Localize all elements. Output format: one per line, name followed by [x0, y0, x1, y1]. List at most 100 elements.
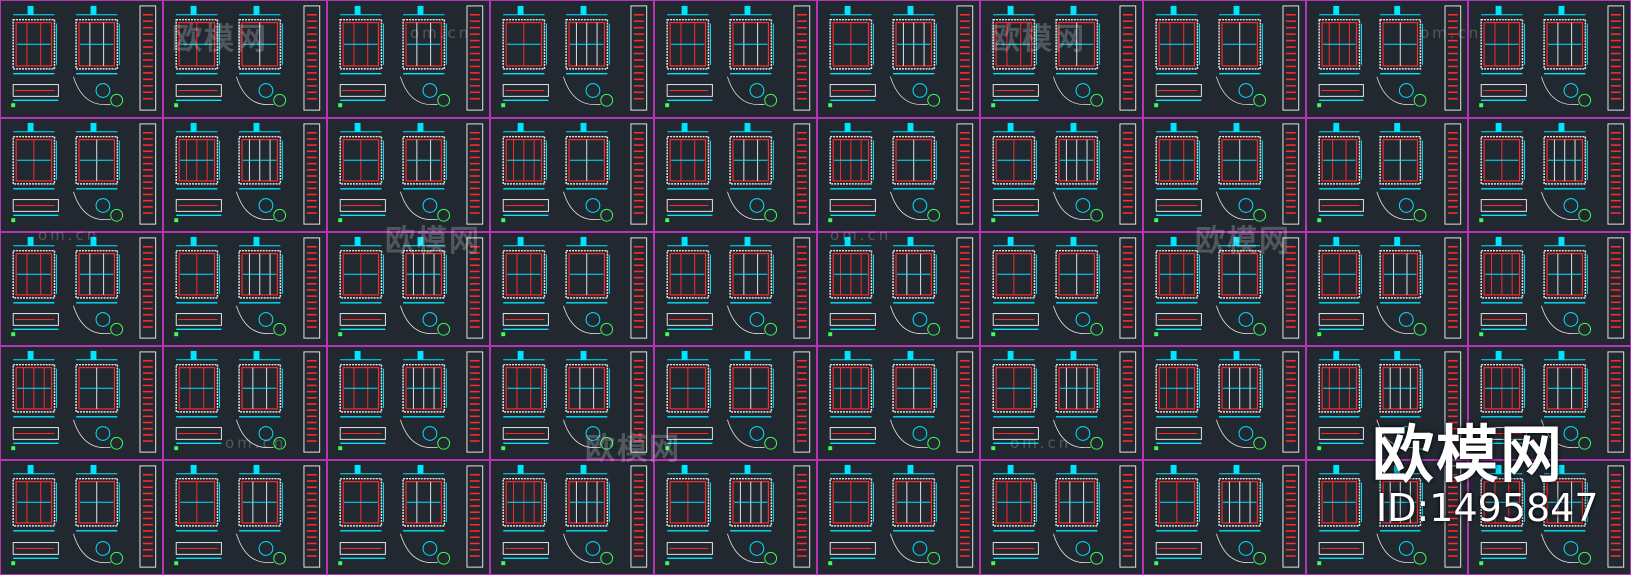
elevation-drawing: [338, 350, 484, 453]
drawing-sheet: [490, 460, 654, 575]
elevation-drawing: [828, 5, 974, 111]
drawing-sheet: [1468, 118, 1631, 232]
elevation-drawing: [174, 464, 321, 568]
elevation-drawing: [1154, 5, 1300, 111]
drawing-sheet: [654, 118, 817, 232]
drawing-sheet: [1143, 346, 1306, 460]
elevation-drawing: [828, 236, 974, 339]
elevation-drawing: [665, 122, 811, 225]
drawing-sheet: [327, 460, 490, 575]
drawing-sheet: [0, 118, 163, 232]
drawing-sheet: [817, 460, 980, 575]
drawing-sheet: [1143, 232, 1306, 346]
elevation-drawing: [665, 236, 811, 339]
elevation-drawing: [1479, 122, 1625, 225]
elevation-drawing: [501, 236, 648, 339]
drawing-sheet: [490, 118, 654, 232]
elevation-drawing: [1154, 464, 1300, 568]
elevation-drawing: [1317, 236, 1462, 339]
drawing-sheet: [817, 232, 980, 346]
drawing-sheet: [1143, 118, 1306, 232]
elevation-drawing: [828, 122, 974, 225]
elevation-drawing: [174, 122, 321, 225]
elevation-drawing: [338, 122, 484, 225]
drawing-sheet: [817, 346, 980, 460]
drawing-sheet: [0, 232, 163, 346]
elevation-drawing: [1154, 122, 1300, 225]
drawing-sheet: [654, 460, 817, 575]
elevation-drawing: [1479, 5, 1625, 111]
elevation-drawing: [174, 5, 321, 111]
drawing-sheet: [490, 0, 654, 118]
drawing-sheet: [0, 346, 163, 460]
drawing-sheet: [490, 346, 654, 460]
drawing-sheet: [1468, 346, 1631, 460]
elevation-drawing: [1317, 5, 1462, 111]
drawing-sheet: [0, 460, 163, 575]
drawing-sheet: [980, 118, 1143, 232]
drawing-sheet: [163, 346, 327, 460]
elevation-drawing: [1154, 350, 1300, 453]
drawing-sheet: [980, 460, 1143, 575]
drawing-sheet: [327, 346, 490, 460]
drawing-sheet: [490, 232, 654, 346]
drawing-sheet: [1306, 0, 1468, 118]
drawing-sheet: [1306, 346, 1468, 460]
elevation-drawing: [11, 122, 157, 225]
elevation-drawing: [1479, 350, 1625, 453]
drawing-sheet: [1143, 460, 1306, 575]
elevation-drawing: [174, 236, 321, 339]
elevation-drawing: [665, 5, 811, 111]
elevation-drawing: [11, 464, 157, 568]
drawing-sheet: [1306, 118, 1468, 232]
elevation-drawing: [11, 350, 157, 453]
elevation-drawing: [174, 350, 321, 453]
elevation-drawing: [991, 5, 1137, 111]
elevation-drawing: [828, 350, 974, 453]
elevation-drawing: [1479, 464, 1625, 568]
drawing-sheet: [1468, 0, 1631, 118]
brand-logo: 欧模网: [1372, 418, 1565, 491]
drawing-sheet: [327, 0, 490, 118]
elevation-drawing: [991, 236, 1137, 339]
elevation-drawing: [11, 5, 157, 111]
drawing-sheet: [980, 346, 1143, 460]
drawing-sheet: [654, 232, 817, 346]
elevation-drawing: [1154, 236, 1300, 339]
drawing-sheet: [654, 0, 817, 118]
drawing-sheet: [817, 0, 980, 118]
elevation-drawing: [991, 464, 1137, 568]
drawing-sheet: [327, 118, 490, 232]
drawing-sheet: [163, 118, 327, 232]
elevation-drawing: [338, 464, 484, 568]
drawing-sheet: [163, 232, 327, 346]
model-id-label: ID:1495847: [1376, 486, 1599, 530]
drawing-sheet: [980, 0, 1143, 118]
elevation-drawing: [501, 464, 648, 568]
elevation-drawing: [1317, 464, 1462, 568]
drawing-sheet: [980, 232, 1143, 346]
elevation-drawing: [665, 464, 811, 568]
elevation-drawing: [991, 122, 1137, 225]
elevation-drawing: [1317, 122, 1462, 225]
elevation-drawing: [665, 350, 811, 453]
elevation-drawing: [501, 122, 648, 225]
elevation-drawing: [338, 5, 484, 111]
drawing-sheet: [163, 0, 327, 118]
elevation-drawing: [11, 236, 157, 339]
drawing-sheet: [1306, 460, 1468, 575]
elevation-drawing: [501, 350, 648, 453]
elevation-drawing: [1317, 350, 1462, 453]
drawing-sheet: [654, 346, 817, 460]
elevation-drawing: [501, 5, 648, 111]
drawing-sheet: [327, 232, 490, 346]
elevation-drawing: [1479, 236, 1625, 339]
elevation-drawing: [991, 350, 1137, 453]
drawing-sheet: [0, 0, 163, 118]
elevation-drawing: [828, 464, 974, 568]
drawing-sheet: [817, 118, 980, 232]
drawing-sheet: [163, 460, 327, 575]
elevation-drawing: [338, 236, 484, 339]
drawing-sheet: [1468, 232, 1631, 346]
